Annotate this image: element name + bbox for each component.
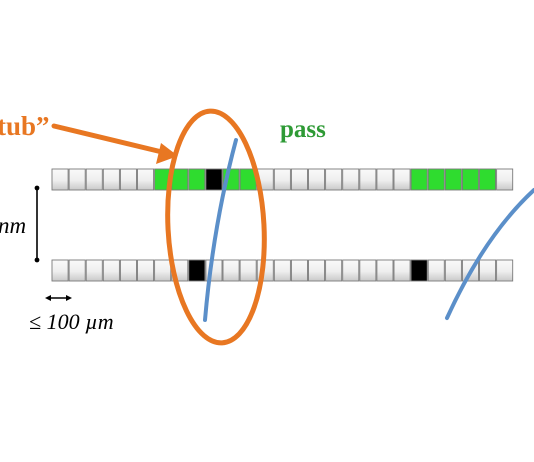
top-strip-cell [393,168,411,191]
stub-arrowhead [156,143,178,164]
top-strip-cell [461,168,479,191]
vertical-dimension-marker [34,185,40,263]
top-strip-cell [496,168,514,191]
top-strip-cell [205,168,223,191]
bottom-strip-cell [393,259,411,282]
stub-highlight-ellipse [165,108,267,346]
top-strip-cell [119,168,137,191]
bottom-strip-cell [102,259,120,282]
top-strip-cell [171,168,189,191]
particle-track-2 [445,188,534,320]
top-strip-cell [325,168,343,191]
top-strip-cell [342,168,360,191]
bottom-strip-cell [188,259,206,282]
top-strip-cell [359,168,377,191]
bottom-strip-cell [68,259,86,282]
top-strip-cell [479,168,497,191]
bottom-strip-cell [273,259,291,282]
top-strip-cell [427,168,445,191]
bottom-strip-cell [51,259,69,282]
horizontal-dimension-marker [45,295,72,301]
bottom-strip-cell [308,259,326,282]
bottom-strip-cell [239,259,257,282]
stub-arrow [51,123,165,155]
bottom-strip-layer [51,259,514,282]
top-strip-cell [188,168,206,191]
top-strip-cell [444,168,462,191]
bottom-strip-cell [85,259,103,282]
bottom-strip-cell [496,259,514,282]
bottom-strip-cell [410,259,428,282]
top-strip-cell [376,168,394,191]
top-strip-cell [51,168,69,191]
pass-label: pass [280,116,326,143]
top-strip-cell [410,168,428,191]
top-strip-cell [102,168,120,191]
particle-track-1 [203,138,238,322]
bottom-strip-cell [342,259,360,282]
bottom-strip-cell [137,259,155,282]
bottom-strip-cell [427,259,445,282]
bottom-strip-cell [119,259,137,282]
bottom-strip-cell [290,259,308,282]
bottom-strip-cell [325,259,343,282]
bottom-strip-cell [359,259,377,282]
bottom-strip-cell [222,259,240,282]
top-strip-cell [68,168,86,191]
top-strip-cell [290,168,308,191]
bottom-strip-cell [479,259,497,282]
top-strip-cell [137,168,155,191]
top-strip-cell [85,168,103,191]
top-strip-layer [51,168,514,191]
bottom-strip-cell [376,259,394,282]
nm-label: nm [0,213,26,238]
top-strip-cell [273,168,291,191]
top-strip-cell [308,168,326,191]
stub-label: tub” [0,111,50,141]
bottom-strip-cell [444,259,462,282]
um-label: ≤ 100 µm [29,309,114,334]
bottom-strip-cell [154,259,172,282]
